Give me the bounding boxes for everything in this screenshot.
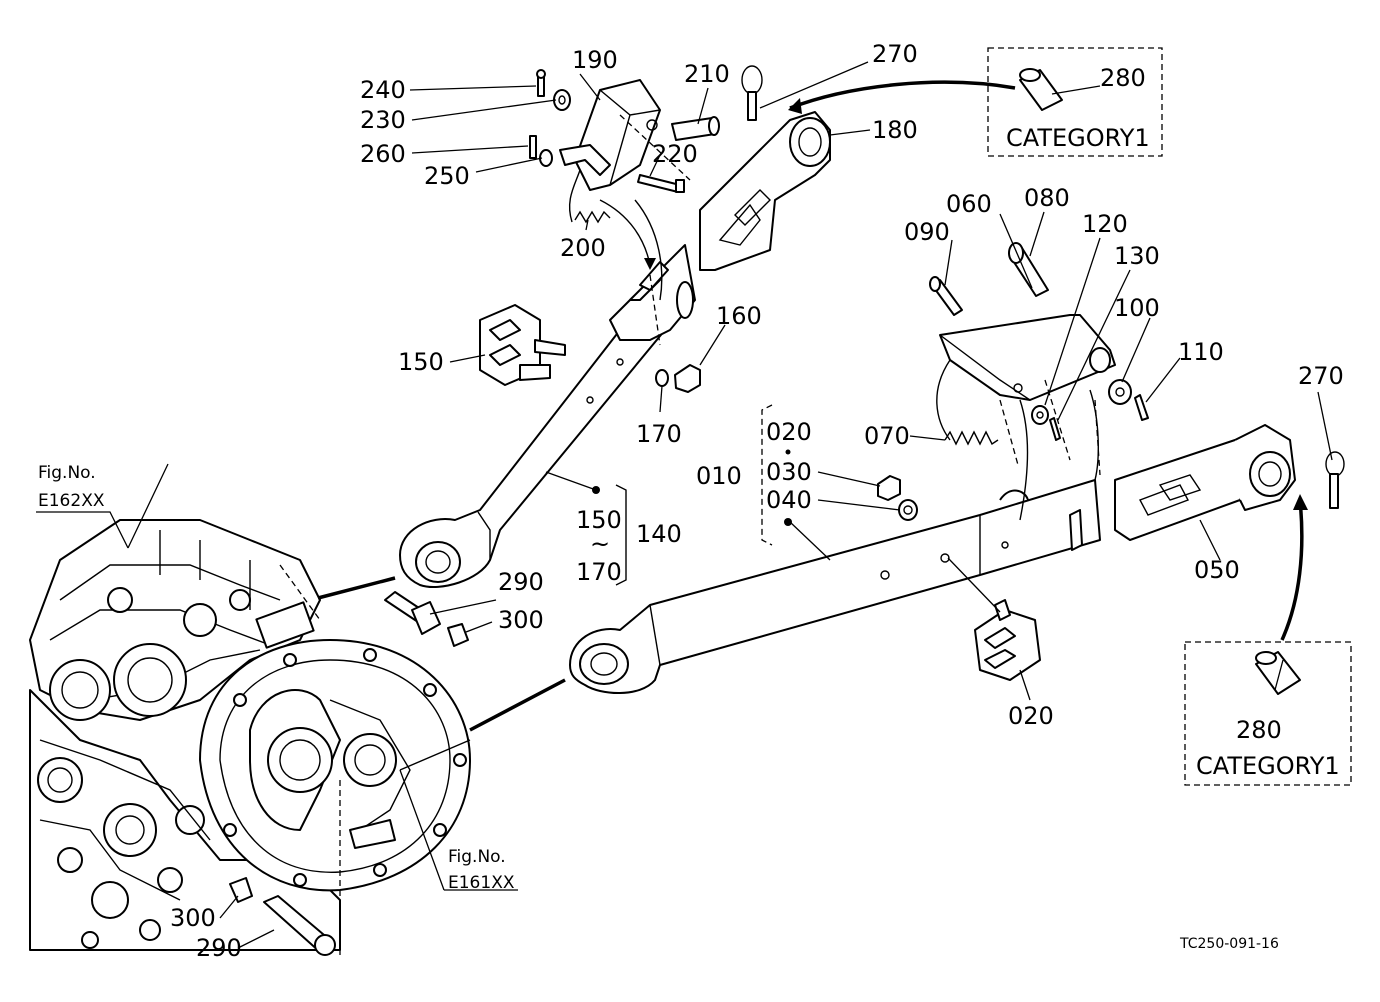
callout-180: 180 [872,116,918,144]
callout-250: 250 [424,162,470,190]
diagram-code: TC250-091-16 [1179,936,1279,952]
callout-020-group: 020 [766,418,812,446]
callout-070: 070 [864,422,910,450]
callout-090: 090 [904,218,950,246]
callout-150-upper: 150 [398,348,444,376]
callout-210: 210 [684,60,730,88]
check-chain-bracket-150 [479,304,566,386]
washer-230 [553,89,571,111]
stabilizer-plate-180 [699,111,831,271]
snap-pin-270-right [1325,451,1345,509]
washer-040 [898,499,918,521]
category1-label-bottom: CATEGORY1 [1196,752,1340,780]
callout-020-lower: 020 [1008,702,1054,730]
group-brackets [592,404,792,586]
stabilizer-plate-050 [1114,424,1296,541]
pin-110 [1134,394,1149,421]
callout-130: 130 [1114,242,1160,270]
callout-010: 010 [696,462,742,490]
pin-240 [536,69,546,97]
snap-pin-270-top [741,65,763,121]
pin-260 [529,135,537,159]
category1-box-bottom [1184,641,1352,786]
callout-160: 160 [716,302,762,330]
rear-housing-ring [199,639,471,892]
bolt-300-lower [229,877,253,903]
callout-140: 140 [636,520,682,548]
pin-210 [671,116,720,141]
callout-150-range: 150 [576,506,622,534]
nut-160 [674,364,701,393]
nut-030 [877,475,901,501]
washer-120 [1031,405,1049,425]
bushing-290-lower [263,895,336,956]
range-separator: ~ [590,530,610,558]
pin-090 [929,276,963,316]
callout-050: 050 [1194,556,1240,584]
lock-bracket-060 [939,314,1116,401]
callout-290-upper: 290 [498,568,544,596]
callout-260: 260 [360,140,406,168]
callout-080: 080 [1024,184,1070,212]
callout-labels: 240 230 260 250 190 210 220 200 270 280 … [38,40,1344,962]
callout-290-lower: 290 [196,934,242,962]
fig-ref-2-line2: E161XX [448,873,515,893]
spring-200 [568,169,611,224]
callout-100: 100 [1114,294,1160,322]
callout-200: 200 [560,234,606,262]
category1-label-top: CATEGORY1 [1006,124,1150,152]
callout-230: 230 [360,106,406,134]
callout-030: 030 [766,458,812,486]
fig-ref-1-line1: Fig.No. [38,463,96,483]
callout-190: 190 [572,46,618,74]
transmission-housing [29,519,341,951]
callout-110: 110 [1178,338,1224,366]
callout-040: 040 [766,486,812,514]
callout-300-upper: 300 [498,606,544,634]
spring-070 [944,430,999,446]
bushing-290-upper [384,591,441,635]
washer-100 [1108,379,1132,405]
lower-link-arm [569,479,1101,694]
upper-link-arm [399,244,696,589]
callout-120: 120 [1082,210,1128,238]
bolt-220 [637,174,685,193]
callout-220: 220 [652,140,698,168]
callout-170-range: 170 [576,558,622,586]
assembly-arrows [317,80,1308,771]
callout-280-bottom: 280 [1236,716,1282,744]
callout-270-right: 270 [1298,362,1344,390]
leader-lines [36,61,1333,949]
bolt-300-upper [447,623,469,647]
callout-280-top: 280 [1100,64,1146,92]
callout-170-upper: 170 [636,420,682,448]
fig-ref-1-line2: E162XX [38,491,105,511]
lock-bracket-190 [559,79,691,191]
pin-130 [1049,417,1061,441]
category1-box-top [987,47,1163,157]
pin-080 [1008,242,1049,297]
callout-240: 240 [360,76,406,104]
callout-300-lower: 300 [170,904,216,932]
fig-ref-2-line1: Fig.No. [448,847,506,867]
callout-270-top: 270 [872,40,918,68]
washer-170 [655,369,669,387]
callout-060: 060 [946,190,992,218]
check-chain-bracket-020 [974,599,1041,681]
